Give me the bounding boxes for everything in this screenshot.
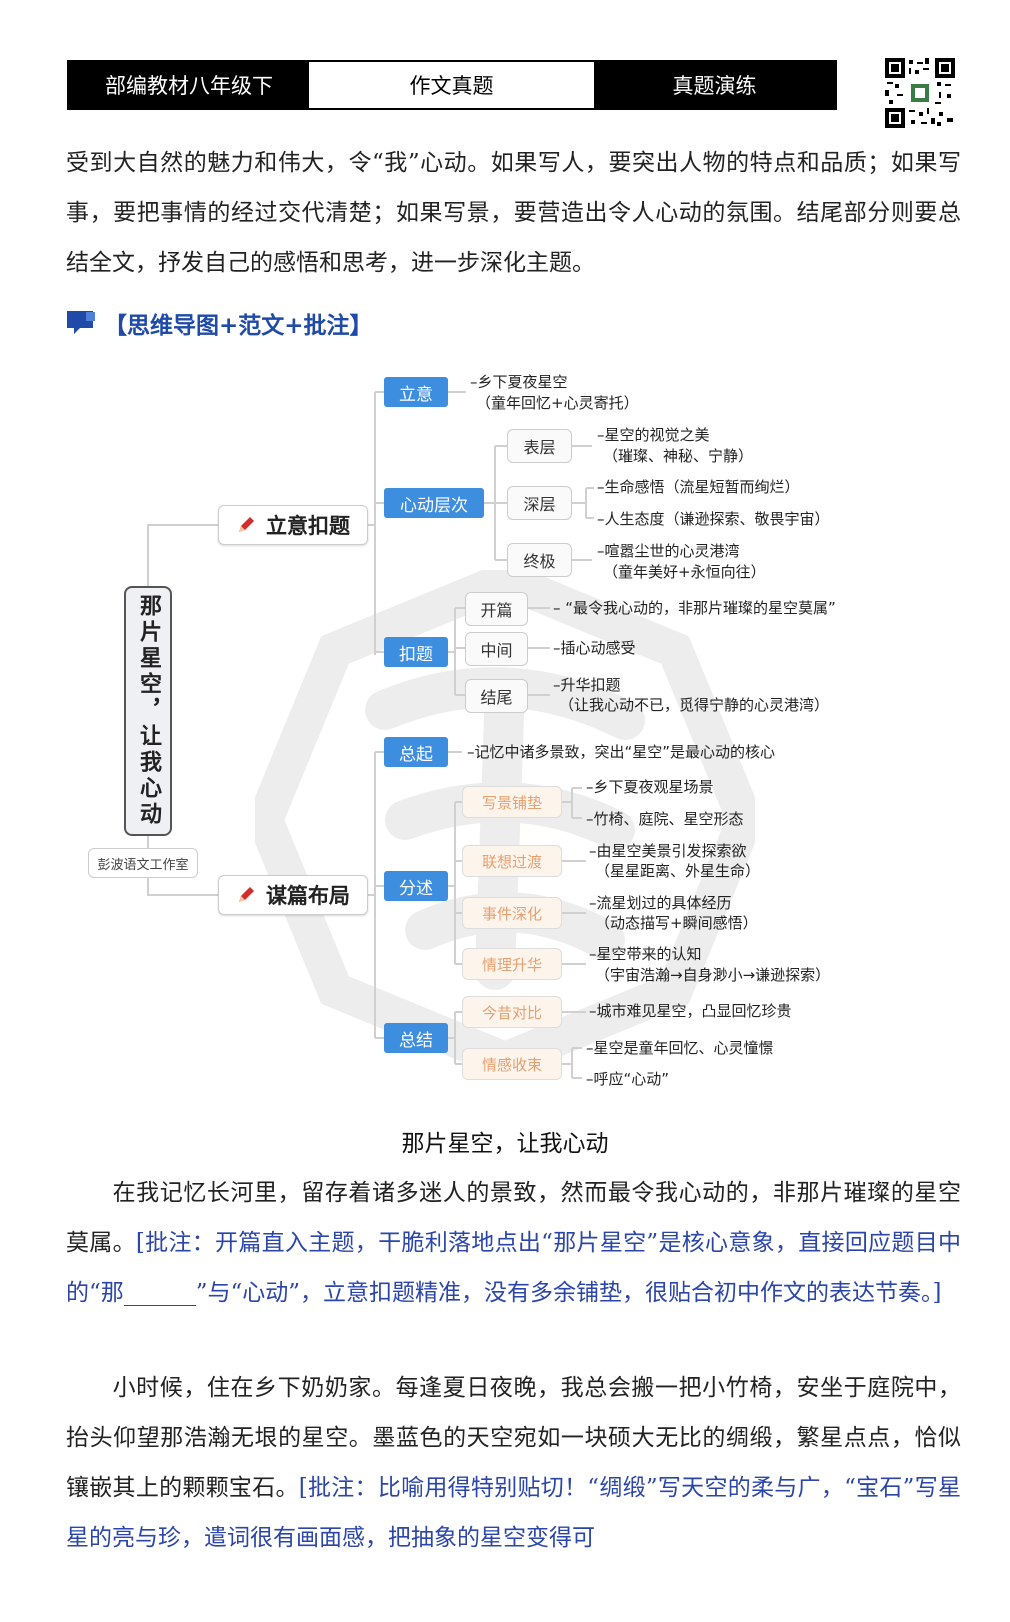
leaf-text: –城市难见星空，凸显回忆珍贵 [589,1002,792,1020]
header-bar: 部编教材八年级下 作文真题 真题演练 [67,60,837,110]
node-kouti: 扣题 [384,637,448,667]
essay-paragraph-1: 在我记忆长河里，留存着诸多迷人的景致，然而最令我心动的，非那片璀璨的星空莫属。[… [66,1168,961,1318]
leaf-text: –插心动感受 [553,639,636,657]
essay-paragraph-2: 小时候，住在乡下奶奶家。每逢夏日夜晚，我总会搬一把小竹椅，安坐于庭院中，抬头仰望… [66,1363,961,1563]
node-shenceng: 深层 [507,486,572,520]
leaf-text: （星星距离、外星生命） [595,862,761,880]
node-biaoceng: 表层 [507,429,572,463]
annotation-text: [批注：开篇直入主题，干脆利落地点出“那片星空”是核心意象，直接回应题目中的“那 [66,1230,961,1306]
studio-label: 彭波语文工作室 [88,848,198,878]
leaf-text: （童年美好+永恒向往） [603,563,766,581]
section-title: 【思维导图+范文+批注】 [104,313,373,339]
node-fenshu: 分述 [384,871,448,901]
header-essay-label: 作文真题 [309,62,594,108]
leaf-text: –乡下夏夜观星场景 [586,778,714,796]
qr-code-icon [885,58,955,128]
node-liyi: 立意 [384,377,448,407]
node-xindong-cengci: 心动层次 [384,488,484,518]
fill-blank-line [123,1283,196,1306]
essay-text: 小时候，住在乡下奶奶家。每逢夏日夜晚，我总会搬一把小竹椅，安坐于庭院中，抬头仰望… [66,1375,961,1501]
node-lianxiang-guodu: 联想过渡 [462,845,562,877]
node-qingli-shenghua: 情理升华 [462,948,562,980]
node-jiewei: 结尾 [465,679,528,713]
essay-text: 在我记忆长河里，留存着诸多迷人的景致，然而最令我心动的，非那片璀璨的星空莫属。 [66,1180,961,1256]
section-heading: 【思维导图+范文+批注】 [66,306,373,340]
essay-title: 那片星空，让我心动 [401,1131,609,1157]
branch-label: 立意扣题 [266,514,350,538]
leaf-text: –呼应“心动” [586,1070,670,1088]
speech-bubble-icon [67,311,95,334]
leaf-text: （动态描写+瞬间感悟） [595,914,758,932]
mind-map-connectors [147,391,594,1079]
leaf-text: –由星空美景引发探索欲 [589,842,747,860]
branch-label: 谋篇布局 [266,884,350,908]
annotation-text: [批注：比喻用得特别贴切！“绸缎”写天空的柔与广，“宝石”写星星的亮与珍，遣词很… [66,1475,961,1551]
node-zhongji: 终极 [507,543,572,577]
leaf-text: –星空的视觉之美 [597,426,710,444]
leaf-text: （童年回忆+心灵寄托） [476,394,639,412]
header-textbook-label: 部编教材八年级下 [69,62,309,108]
node-qinggan-shoushu: 情感收束 [462,1048,562,1080]
leaf-text: – “最令我心动的，非那片璀璨的星空莫属” [553,599,836,617]
leaf-text: –升华扣题 [553,676,621,694]
leaf-text: –竹椅、庭院、星空形态 [586,810,744,828]
pencil-icon [239,517,254,532]
node-shijian-shenhua: 事件深化 [462,897,562,929]
leaf-text: –记忆中诸多景致，突出“星空”是最心动的核心 [467,743,776,761]
node-zhongjian: 中间 [465,632,528,666]
intro-paragraph: 受到大自然的魅力和伟大，令“我”心动。如果写人，要突出人物的特点和品质；如果写事… [66,150,961,276]
leaf-text: （璀璨、神秘、宁静） [603,447,754,465]
leaf-text: –流星划过的具体经历 [589,894,732,912]
leaf-text: （宇宙浩瀚→自身渺小→谦逊探索） [595,966,831,984]
leaf-text: –星空是童年回忆、心灵憧憬 [586,1039,774,1057]
branch-liyi-kouti: 立意扣题 [218,505,368,545]
leaf-text: –生命感悟（流星短暂而绚烂） [597,478,800,496]
node-zongjie: 总结 [384,1023,448,1053]
node-zongqi: 总起 [384,737,448,767]
pencil-icon [239,887,254,902]
node-xiejing-pudian: 写景铺垫 [462,786,562,818]
annotation-text: ”与“心动”，立意扣题精准，没有多余铺垫，很贴合初中作文的表达节奏。] [195,1280,942,1306]
leaf-text: （让我心动不已，觅得宁静的心灵港湾） [559,696,830,714]
mindmap-root: 那片星空，让我心动 [124,586,172,836]
leaf-text: –喧嚣尘世的心灵港湾 [597,542,740,560]
leaf-text: –星空带来的认知 [589,945,702,963]
header-practice-label: 真题演练 [594,62,835,108]
node-kaipian: 开篇 [465,592,528,626]
leaf-text: –人生态度（谦逊探索、敬畏宇宙） [597,510,830,528]
leaf-text: –乡下夏夜星空 [470,373,568,391]
branch-moupian-buju: 谋篇布局 [218,875,368,915]
node-jinxi-duibi: 今昔对比 [462,996,562,1028]
mind-map: 那片星空，让我心动 彭波语文工作室 立意扣题 立意 –乡下夏夜星空 （童年回忆+… [0,370,1010,1140]
